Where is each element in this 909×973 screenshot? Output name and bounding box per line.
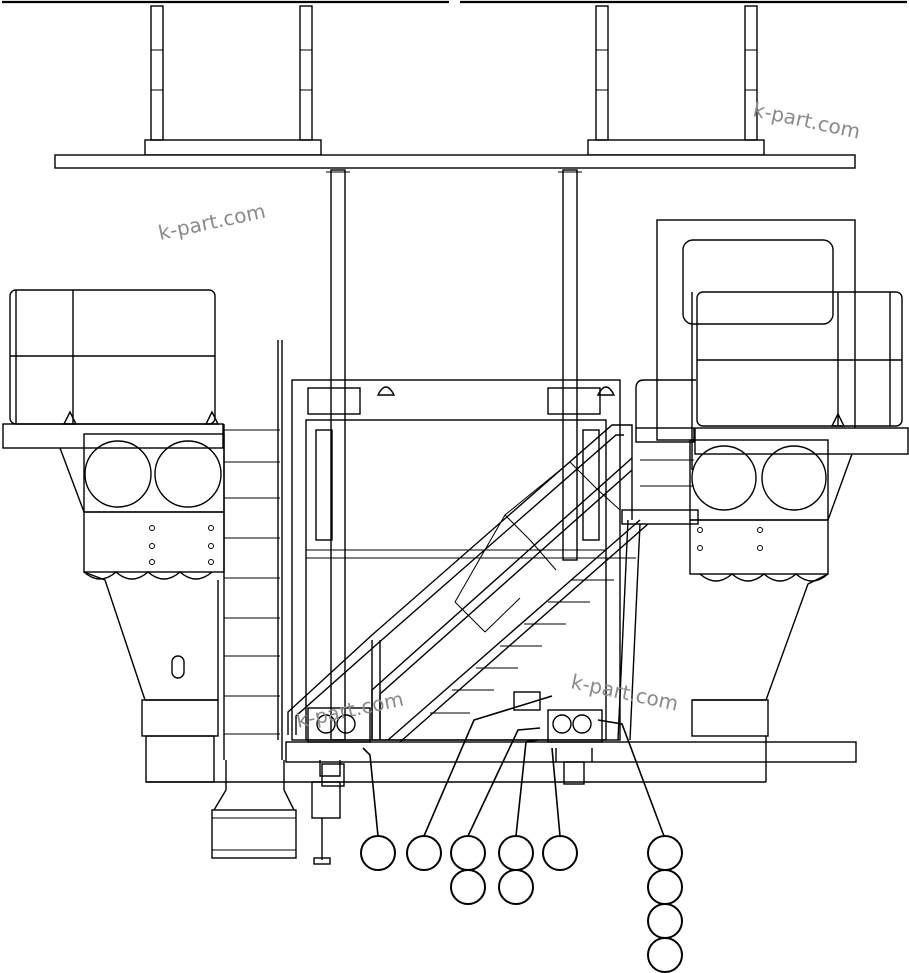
callout-balloon xyxy=(360,835,396,871)
left-ladder xyxy=(211,340,297,859)
callout-balloon xyxy=(542,835,578,871)
watermark: k-part.com xyxy=(569,669,681,715)
rear-cab xyxy=(291,219,856,741)
watermark: k-part.com xyxy=(156,199,268,245)
callout-leaders xyxy=(362,695,665,837)
callout-balloon xyxy=(450,835,486,871)
top-deck xyxy=(2,0,907,741)
watermarks: k-part.com k-part.com k-part.com k-part.… xyxy=(156,97,862,732)
inclined-stair xyxy=(287,292,699,743)
callout-balloon xyxy=(498,869,534,905)
callout-balloon xyxy=(647,869,683,905)
right-platform xyxy=(689,291,909,737)
watermark: k-part.com xyxy=(751,97,863,143)
base-frame xyxy=(146,691,857,865)
left-platform xyxy=(2,289,225,783)
callout-balloon xyxy=(647,835,683,871)
callout-balloon xyxy=(498,835,534,871)
callout-balloon xyxy=(406,835,442,871)
callout-balloon xyxy=(647,937,683,973)
callout-balloons xyxy=(360,835,683,973)
watermark: k-part.com xyxy=(294,687,406,733)
callout-balloon xyxy=(647,903,683,939)
callout-balloon xyxy=(450,869,486,905)
